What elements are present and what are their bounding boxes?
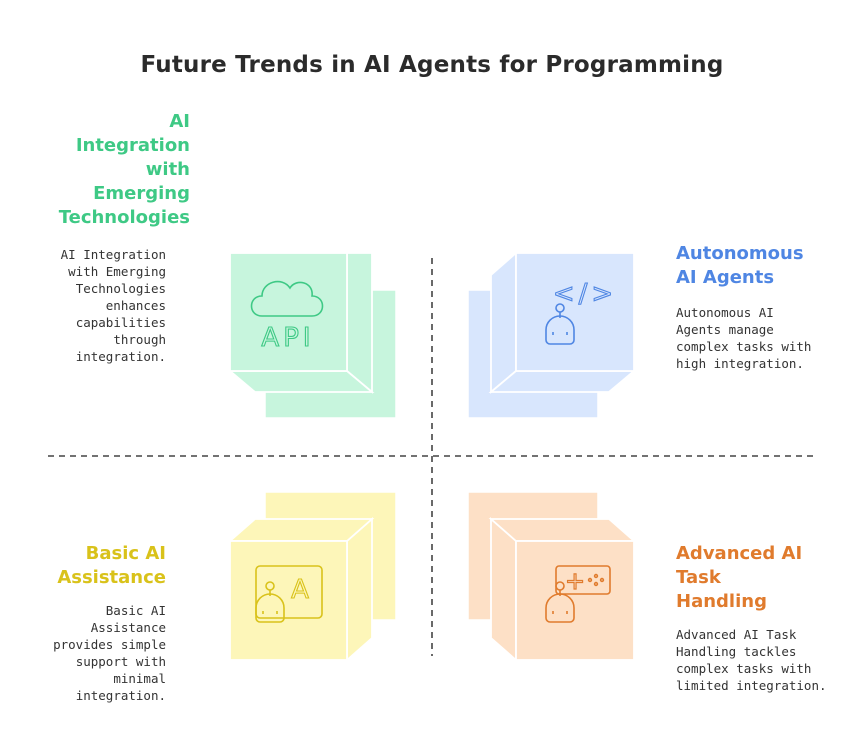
icon-label-assistant: A bbox=[291, 575, 309, 605]
card-integration: API bbox=[227, 252, 397, 419]
quadrant-description-autonomous: Autonomous AI Agents manage complex task… bbox=[676, 305, 812, 371]
quadrant-description-integration: AI Integration with Emerging Technologie… bbox=[60, 247, 166, 364]
robot-assistant-icon bbox=[255, 565, 323, 623]
quadrant-heading-basic: Basic AI Assistance bbox=[57, 543, 166, 588]
quadrant-heading-advanced: Advanced AI Task Handling bbox=[676, 543, 803, 612]
page-title: Future Trends in AI Agents for Programmi… bbox=[140, 52, 724, 78]
card-advanced: + bbox=[467, 491, 637, 662]
card-basic: A bbox=[227, 491, 397, 662]
icon-label-plus: + bbox=[565, 567, 585, 595]
icon-label-api: API bbox=[261, 323, 314, 353]
card-autonomous: </> bbox=[467, 251, 637, 419]
robot-gamepad-icon bbox=[545, 565, 611, 623]
quadrant-description-advanced: Advanced AI Task Handling tackles comple… bbox=[676, 627, 827, 693]
cloud-api-icon bbox=[250, 280, 324, 317]
robot-code-icon bbox=[545, 303, 575, 345]
quadrant-heading-autonomous: Autonomous AI Agents bbox=[676, 243, 804, 288]
quadrant-heading-integration: AI Integration with Emerging Technologie… bbox=[58, 111, 190, 228]
icon-label-code: </> bbox=[553, 279, 617, 309]
quadrant-description-basic: Basic AI Assistance provides simple supp… bbox=[53, 603, 166, 703]
